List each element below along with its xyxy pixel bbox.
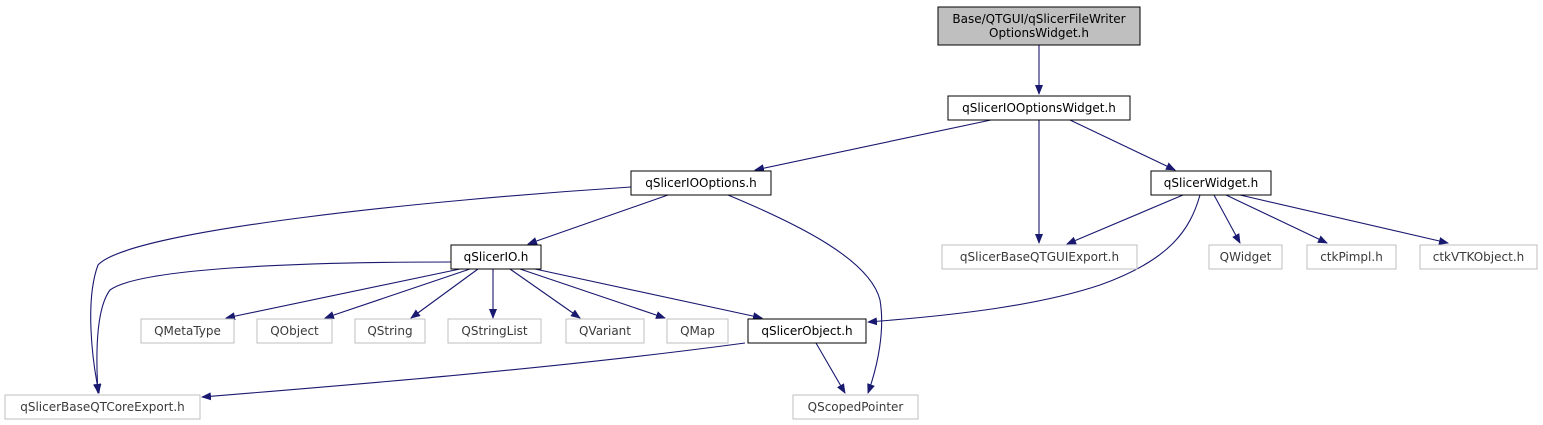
node-scopedPointer: QScopedPointer [792,394,919,420]
edge-ioOptions-to-scopedPointer [727,194,883,394]
edge-io-to-coreExport [93,261,452,394]
node-qwidget: QWidget [1208,244,1283,270]
edge-slicerObject-to-coreExport [201,342,746,401]
node-box [1306,244,1397,270]
node-box [937,6,1141,46]
node-ioOptionsWidget[interactable]: qSlicerIOOptionsWidget.h [947,95,1131,121]
node-label: QVariant [579,324,631,338]
node-box [450,244,542,270]
node-box [1419,244,1538,270]
node-io[interactable]: qSlicerIO.h [450,244,542,270]
node-box [747,318,867,344]
node-widget[interactable]: qSlicerWidget.h [1150,170,1272,196]
node-box [1150,170,1272,196]
node-label: QMap [680,324,715,338]
node-label: qSlicerBaseQTCoreExport.h [20,400,185,414]
node-label: ctkPimpl.h [1320,250,1383,264]
edge-io-to-qString [410,268,479,319]
edge-io-to-qVariant [509,268,581,319]
node-label: QObject [270,324,319,338]
node-label: OptionsWidget.h [989,26,1089,40]
edge-ioOptionsWidget-to-widget [1069,119,1176,171]
node-label: QScopedPointer [808,400,904,414]
node-slicerObject[interactable]: qSlicerObject.h [747,318,867,344]
edge-widget-to-ctkVTK [1239,194,1449,245]
node-label: qSlicerWidget.h [1164,176,1259,190]
node-box [630,170,772,196]
edge-ioOptions-to-io [527,194,669,245]
edge-io-to-qObject [324,268,471,319]
node-label: QString [367,324,412,338]
node-box [354,318,426,344]
node-label: ctkVTKObject.h [1433,250,1525,264]
edge-widget-to-guiExport [1066,194,1184,245]
edge-io-to-qMap [519,268,666,319]
node-label: qSlicerIOOptionsWidget.h [962,101,1116,115]
node-label: qSlicerObject.h [761,324,852,338]
node-box [792,394,919,420]
node-label: QMetaType [154,324,221,338]
node-label: qSlicerIOOptions.h [645,176,757,190]
edge-slicerObject-to-scopedPointer [815,342,846,394]
edge-widget-to-slicerObject [867,194,1201,326]
node-label: qSlicerIO.h [464,250,529,264]
edge-ioOptionsWidget-to-ioOptions [754,119,992,173]
node-ioOptions[interactable]: qSlicerIOOptions.h [630,170,772,196]
node-box [447,318,542,344]
node-box [256,318,333,344]
node-label: QWidget [1220,250,1272,264]
node-label: QStringList [461,324,528,338]
node-ctkVTK: ctkVTKObject.h [1419,244,1538,270]
edges-layer [90,45,1449,401]
node-label: Base/QTGUI/qSlicerFileWriter [952,12,1125,26]
node-box [4,394,201,420]
node-box [140,318,235,344]
node-box [666,318,729,344]
node-qMap: QMap [666,318,729,344]
node-box [565,318,645,344]
node-guiExport: qSlicerBaseQTGUIExport.h [941,244,1138,270]
node-qString: QString [354,318,426,344]
node-box [1208,244,1283,270]
node-qMetaType: QMetaType [140,318,235,344]
edge-widget-to-ctkPimpl [1225,194,1328,244]
edge-ioOptions-to-coreExport [90,186,632,394]
node-coreExport: qSlicerBaseQTCoreExport.h [4,394,201,420]
node-label: qSlicerBaseQTGUIExport.h [960,250,1119,264]
node-qStringList: QStringList [447,318,542,344]
node-box [941,244,1138,270]
node-root: Base/QTGUI/qSlicerFileWriterOptionsWidge… [937,6,1141,46]
node-qVariant: QVariant [565,318,645,344]
nodes-layer: Base/QTGUI/qSlicerFileWriterOptionsWidge… [4,6,1538,420]
edge-io-to-slicerObject [534,268,763,321]
node-box [947,95,1131,121]
edge-widget-to-qwidget [1213,194,1241,244]
node-qObject: QObject [256,318,333,344]
node-ctkPimpl: ctkPimpl.h [1306,244,1397,270]
edge-io-to-qMetaType [225,268,461,321]
